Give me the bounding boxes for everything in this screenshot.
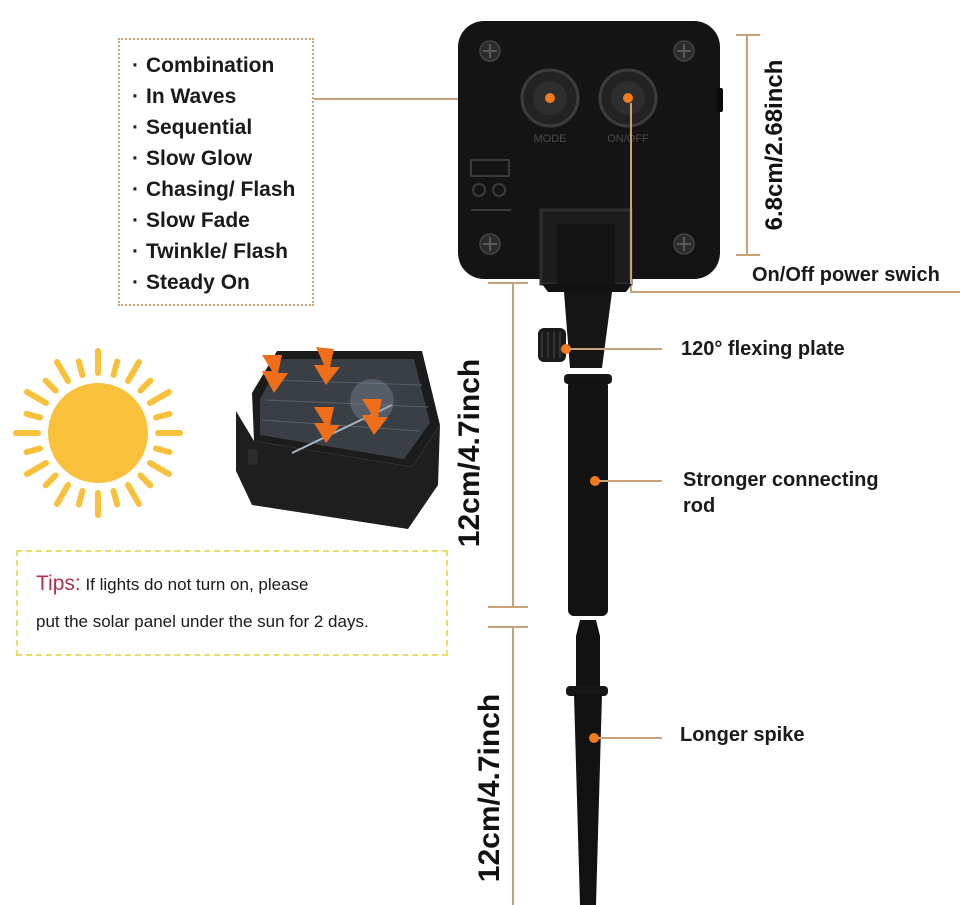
tips-line1-text: If lights do not turn on, please (80, 575, 309, 594)
rod-label: Stronger connecting rod (683, 467, 879, 519)
sun-ray (23, 460, 50, 477)
solar-panel-icon (236, 347, 440, 529)
sun-ray (146, 460, 173, 477)
sun-ray (125, 481, 142, 508)
sun-ray (137, 377, 154, 394)
lighting-mode-item: Twinkle/ Flash (132, 236, 312, 267)
mount-plate (542, 284, 632, 292)
connecting-rod (568, 380, 608, 616)
sun-ray (23, 445, 44, 456)
controller-box-drawing: MODE ON/OFF (458, 21, 723, 286)
lighting-modes-box: CombinationIn WavesSequentialSlow GlowCh… (118, 38, 314, 306)
flex-plate-marker (561, 344, 571, 354)
sun-ray (54, 481, 71, 508)
sun-ray (146, 389, 173, 406)
mode-button-marker (545, 93, 555, 103)
rod-label-line1: Stronger connecting (683, 469, 879, 491)
lighting-modes-list: CombinationIn WavesSequentialSlow GlowCh… (120, 40, 312, 298)
onoff-button-label: ON/OFF (607, 133, 649, 145)
flex-plate-label: 120° flexing plate (681, 338, 845, 360)
rod-dimension-line (512, 282, 514, 607)
sun-ray (75, 487, 86, 508)
power-switch-label: On/Off power swich (752, 264, 940, 286)
spike-label: Longer spike (680, 724, 805, 746)
modes-leader-line (314, 98, 546, 100)
tips-label: Tips: (36, 572, 81, 595)
lighting-mode-item: Steady On (132, 267, 312, 298)
spike-dimension-line (512, 626, 514, 905)
spike-marker (589, 733, 599, 743)
sun-ray (23, 389, 50, 406)
stake-assembly-drawing (538, 284, 632, 905)
sun-ray (42, 472, 59, 489)
onoff-button-marker (623, 93, 633, 103)
lighting-mode-item: Slow Glow (132, 143, 312, 174)
controller-side-switch (717, 88, 723, 112)
sun-ray (152, 445, 173, 456)
rod-length-label: 12cm/4.7inch (453, 358, 486, 548)
spike-collar (566, 686, 608, 696)
sun-ray (75, 358, 86, 379)
rod-marker (590, 476, 600, 486)
lighting-mode-item: Combination (132, 50, 312, 81)
sun-ray (23, 410, 44, 421)
tips-box: Tips: If lights do not turn on, please p… (16, 550, 448, 656)
sun-icon (13, 348, 183, 518)
sun-ray (152, 410, 173, 421)
lighting-mode-item: Slow Fade (132, 205, 312, 236)
rod-label-line2: rod (683, 495, 716, 517)
sun-ray (42, 377, 59, 394)
lighting-mode-item: Sequential (132, 112, 312, 143)
certification-marks (470, 159, 511, 211)
sun-ray (110, 487, 121, 508)
spike-tip-top (576, 620, 600, 688)
lighting-mode-item: In Waves (132, 81, 312, 112)
mode-button-label: MODE (534, 133, 567, 145)
sun-ray (110, 358, 121, 379)
spike-shaft (574, 694, 602, 905)
sun-ray (54, 358, 71, 385)
lighting-mode-item: Chasing/ Flash (132, 174, 312, 205)
controller-height-label: 6.8cm/2.68inch (761, 59, 788, 231)
sunlight-arrows (262, 347, 388, 443)
sun-ray (125, 358, 142, 385)
power-switch-leader-vertical (630, 103, 632, 293)
spike-length-label: 12cm/4.7inch (473, 693, 506, 883)
power-switch-leader-horizontal (630, 291, 960, 293)
sun-ray (137, 472, 154, 489)
controller-height-dimension-line (746, 34, 748, 256)
flex-joint (564, 292, 612, 368)
tips-line1: Tips: If lights do not turn on, please (36, 572, 309, 596)
tips-line2: put the solar panel under the sun for 2 … (36, 612, 369, 631)
